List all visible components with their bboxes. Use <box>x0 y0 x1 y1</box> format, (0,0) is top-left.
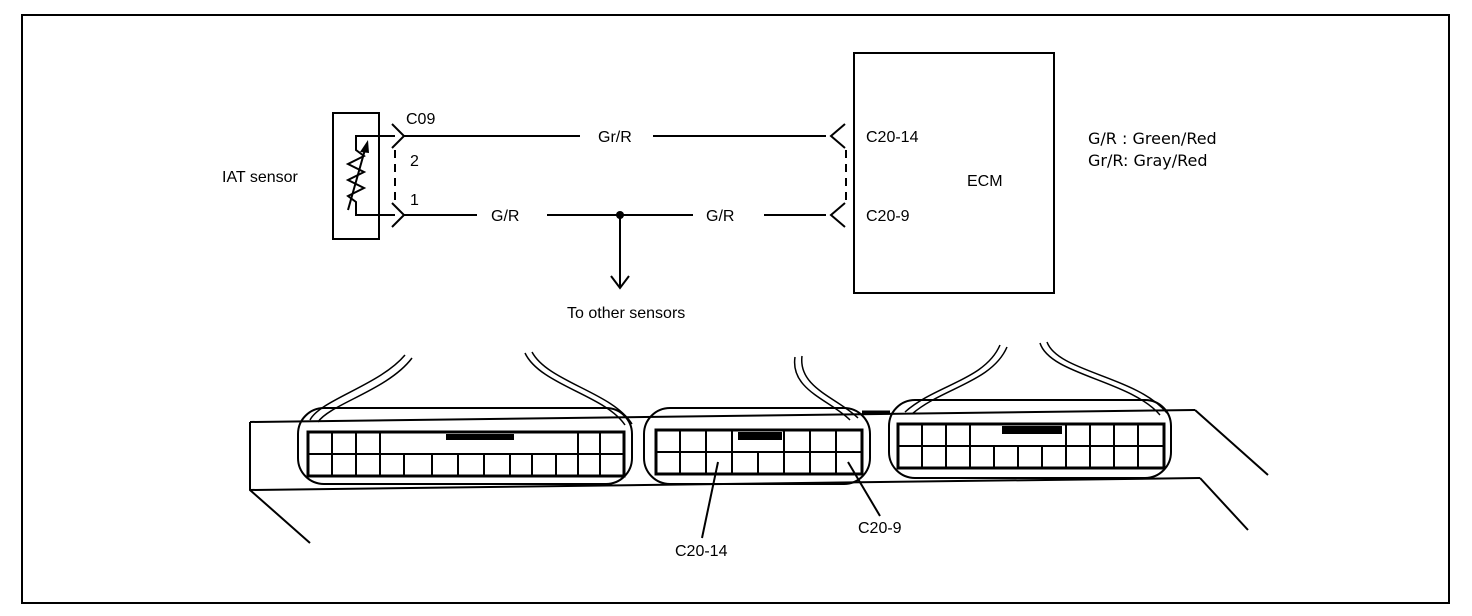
harness-left-d <box>531 351 633 425</box>
ecm-body-outline <box>249 422 311 544</box>
ecm-pin-c20-9-label: C20-9 <box>866 208 910 225</box>
iat-sensor-box <box>332 112 380 240</box>
right-pin-grid-columns <box>921 424 1139 468</box>
branch-arrowhead <box>610 275 630 290</box>
thermistor-arrow <box>347 145 367 211</box>
ecm-connector-bottom <box>829 202 846 228</box>
middle-connector-latch <box>738 432 782 440</box>
harness-right-c <box>1039 342 1161 416</box>
sensor-lead-top <box>355 135 395 140</box>
ecm-label: ECM <box>967 173 1003 190</box>
connector-housing-right <box>888 399 1172 479</box>
iat-sensor <box>332 112 395 240</box>
middle-pin-grid-columns <box>679 430 837 474</box>
ecm-body-right-lower <box>1199 477 1249 531</box>
callout-leader-c20-14 <box>701 461 719 539</box>
left-pin-grid-columns <box>331 432 601 476</box>
harness-left-b <box>317 357 413 423</box>
sensor-connector-label: C09 <box>406 111 435 128</box>
connector-housing-left <box>297 407 633 485</box>
harness-left-a <box>309 354 406 421</box>
right-connector-latch <box>1002 426 1062 434</box>
iat-sensor-label: IAT sensor <box>222 169 299 186</box>
legend-line-1: G/R : Green/Red <box>1088 129 1217 148</box>
ecm-connector-top <box>829 123 846 149</box>
callout-c20-9-label: C20-9 <box>858 520 902 537</box>
harness-mid-b <box>801 355 859 419</box>
sensor-pin-2-label: 2 <box>410 153 419 170</box>
ecm-pin-c20-14-label: C20-14 <box>866 129 919 146</box>
branch-label: To other sensors <box>567 305 685 322</box>
thermistor-arrowhead <box>360 140 369 153</box>
callout-leader-c20-9 <box>847 461 881 517</box>
ecm-box <box>853 52 1055 294</box>
harness-right-d <box>1046 341 1168 414</box>
wire-bottom-right-label: G/R <box>706 208 734 225</box>
ecm-connector-illustration <box>249 341 1269 544</box>
harness-left-c <box>524 352 626 426</box>
sensor-pin-1-label: 1 <box>410 192 419 209</box>
wire-color-legend: G/R : Green/Red Gr/R: Gray/Red <box>1088 129 1217 170</box>
ecm-body-right <box>1194 409 1269 476</box>
harness-right-a <box>904 344 1001 413</box>
sensor-lead-bottom <box>355 213 395 216</box>
wire-bottom-left-label: G/R <box>491 208 519 225</box>
left-connector-latch <box>446 434 514 440</box>
diagram-frame <box>21 14 1450 604</box>
callout-c20-14-label: C20-14 <box>675 543 728 560</box>
harness-mid-a <box>793 356 851 421</box>
connector-housing-middle <box>643 407 871 485</box>
harness-right-b <box>911 346 1008 415</box>
ecm-body-top-edge <box>249 409 1196 423</box>
wire-top-label: Gr/R <box>598 129 632 146</box>
legend-line-2: Gr/R: Gray/Red <box>1088 151 1208 170</box>
